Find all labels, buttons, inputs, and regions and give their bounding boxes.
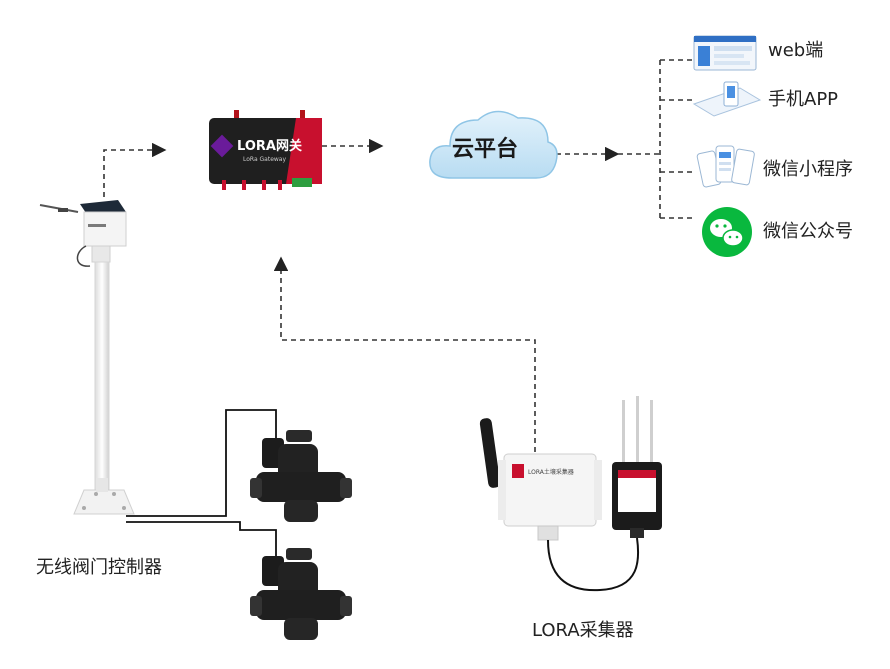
gateway-subtitle: LoRa Gateway	[243, 156, 286, 163]
wechat-icon	[702, 207, 752, 257]
web-dashboard-icon	[693, 35, 757, 71]
cloud-platform	[429, 110, 558, 179]
client-label-mini-program: 微信小程序	[763, 159, 853, 180]
lora-collector: LORA土壤采集器	[479, 418, 602, 541]
mobile-app-icon	[692, 81, 762, 117]
client-label-app: 手机APP	[768, 89, 839, 110]
valve-controller-label: 无线阀门控制器	[36, 557, 162, 578]
connectors	[103, 59, 692, 452]
cloud-label: 云平台	[452, 137, 519, 162]
solenoid-valve-1	[250, 430, 352, 522]
mini-program-icon	[696, 145, 755, 188]
collector-device-text: LORA土壤采集器	[528, 468, 574, 476]
client-label-web: web端	[768, 40, 824, 61]
client-label-official-account: 微信公众号	[763, 221, 853, 242]
connector-pole-to-gateway	[103, 142, 167, 197]
lora-gateway: LORA网关 LoRa Gateway	[209, 110, 322, 190]
probe-cable	[547, 537, 640, 592]
valve-wires	[126, 409, 277, 560]
valve-controller-pole	[39, 200, 135, 515]
soil-probe	[612, 396, 662, 538]
gateway-title: LORA网关	[237, 138, 302, 154]
lora-collector-label: LORA采集器	[532, 620, 634, 641]
connector-collector-to-gateway	[273, 256, 536, 452]
solenoid-valve-2	[250, 548, 352, 640]
